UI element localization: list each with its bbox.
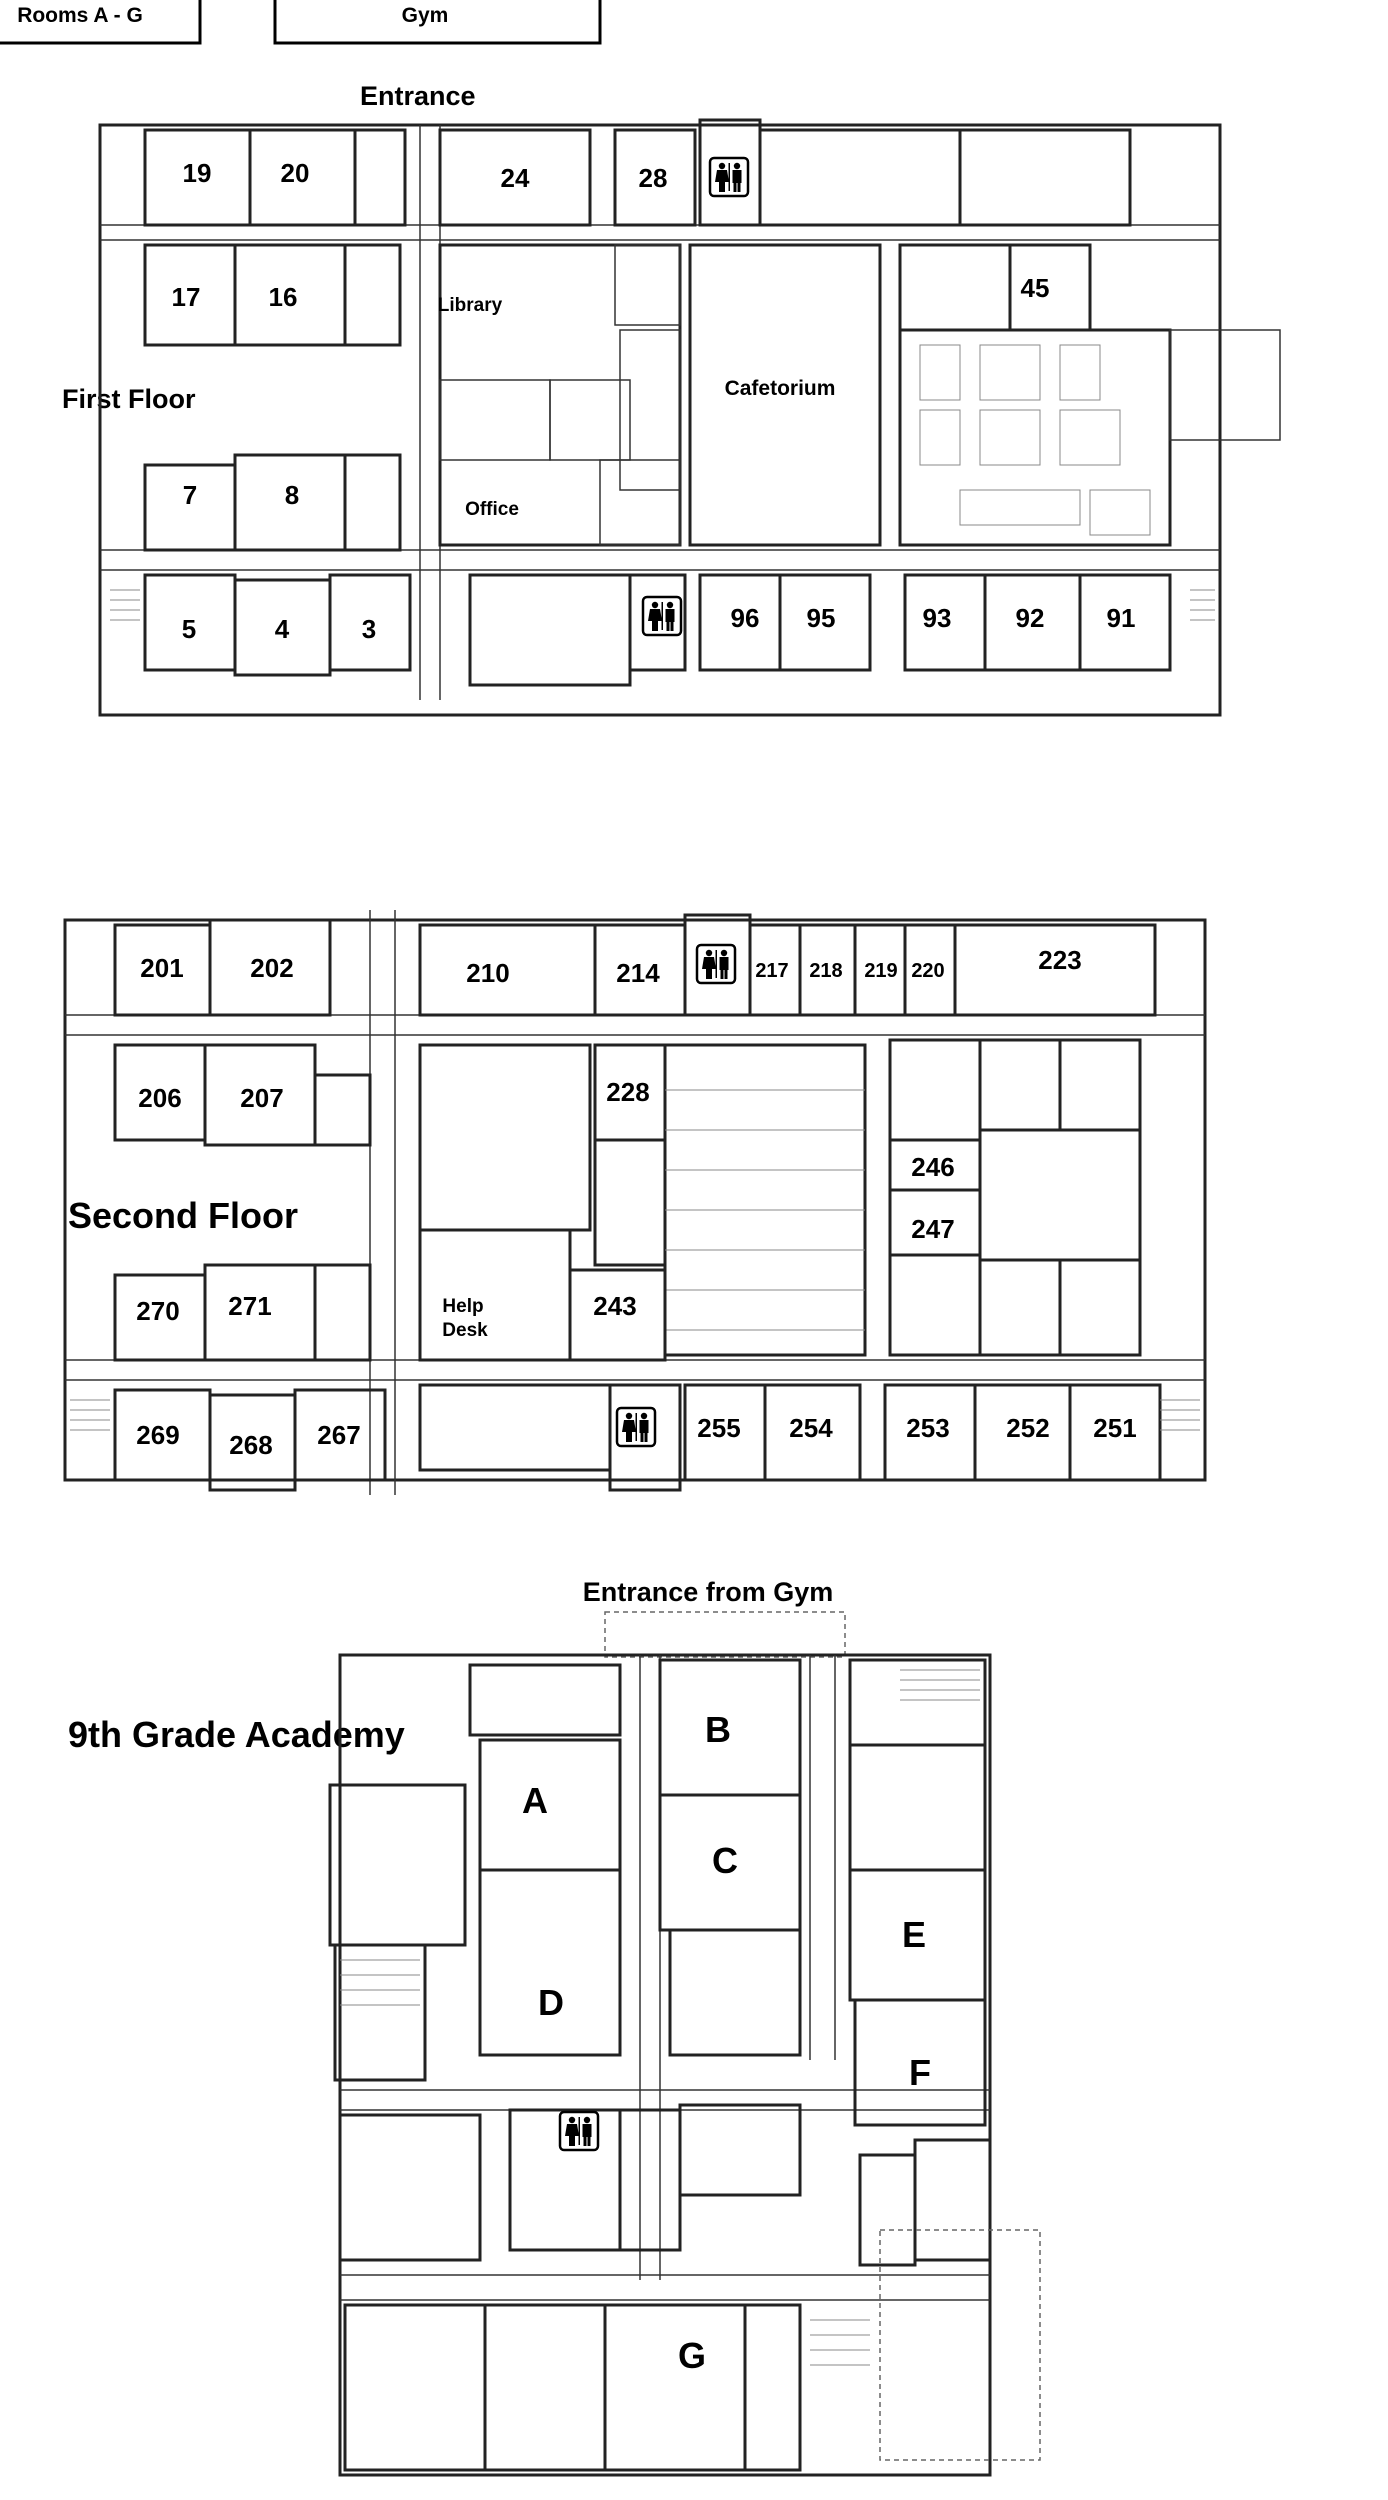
room-label: 270	[136, 1296, 179, 1326]
restroom-icon	[641, 595, 683, 637]
second-floor-title: Second Floor	[68, 1195, 298, 1236]
restroom-icon	[695, 943, 737, 985]
room-label: A	[522, 1780, 548, 1821]
room-label: 228	[606, 1077, 649, 1107]
room-label: 206	[138, 1083, 181, 1113]
room-label: 201	[140, 953, 183, 983]
room-label: B	[705, 1709, 731, 1750]
first-floor-title: First Floor	[62, 384, 196, 414]
academy-plan: Entrance from Gym 9th Grade Academy	[68, 1577, 1041, 2477]
room-label: 219	[864, 960, 897, 982]
room-label: G	[678, 2335, 706, 2376]
gym-box	[273, 0, 602, 45]
room-label: 24	[501, 163, 530, 193]
room-label: 217	[755, 960, 788, 982]
help-desk-line1: Help	[442, 1296, 483, 1317]
room-label: 254	[789, 1413, 833, 1443]
office-label: Office	[465, 499, 519, 520]
room-label: 8	[285, 480, 299, 510]
room-label: 210	[466, 958, 509, 988]
room-label: C	[712, 1840, 738, 1881]
room-label: 252	[1006, 1413, 1049, 1443]
top-tabs: Rooms A - G Gym	[0, 0, 602, 45]
rooms-a-g-box	[0, 0, 202, 45]
room-label: 45	[1021, 273, 1050, 303]
room-label: F	[909, 2052, 931, 2093]
room-label: 3	[362, 614, 376, 644]
gym-label: Gym	[402, 4, 449, 27]
room-label: D	[538, 1982, 564, 2023]
restroom-icon	[615, 1406, 657, 1448]
room-label: 19	[183, 158, 212, 188]
room-label: 4	[275, 614, 290, 644]
room-label: 207	[240, 1083, 283, 1113]
room-label: 95	[807, 603, 836, 633]
room-label: 17	[172, 282, 201, 312]
room-label: 246	[911, 1152, 954, 1182]
second-floor-plan: Second Floor	[63, 910, 1207, 1495]
room-label: 247	[911, 1214, 954, 1244]
first-floor-plan: Entrance First Floor	[62, 81, 1281, 717]
room-label: 96	[731, 603, 760, 633]
room-label: 5	[182, 614, 196, 644]
room-label: 220	[911, 960, 944, 982]
room-label: 202	[250, 953, 293, 983]
room-label: 243	[593, 1291, 636, 1321]
room-label: 91	[1107, 603, 1136, 633]
room-label: 93	[923, 603, 952, 633]
help-desk-line2: Desk	[442, 1320, 488, 1341]
library-label: Library	[438, 295, 503, 316]
rooms-a-g-label: Rooms A - G	[17, 4, 143, 27]
cafetorium-label: Cafetorium	[725, 377, 836, 400]
room-label: 223	[1038, 945, 1081, 975]
room-label: 251	[1093, 1413, 1136, 1443]
room-label: 20	[281, 158, 310, 188]
room-label: E	[902, 1914, 926, 1955]
academy-entrance: Entrance from Gym	[583, 1577, 834, 1607]
academy-title: 9th Grade Academy	[68, 1714, 405, 1755]
room-label: 267	[317, 1420, 360, 1450]
room-label: 16	[269, 282, 298, 312]
room-label: 268	[229, 1430, 272, 1460]
room-label: 253	[906, 1413, 949, 1443]
room-label: 269	[136, 1420, 179, 1450]
restroom-icon	[558, 2110, 600, 2152]
room-label: 271	[228, 1291, 271, 1321]
room-label: 214	[616, 958, 660, 988]
room-label: 28	[639, 163, 668, 193]
room-label: 218	[809, 960, 842, 982]
restroom-icon	[708, 156, 750, 198]
room-label: 92	[1016, 603, 1045, 633]
room-label: 7	[183, 480, 197, 510]
room-label: 255	[697, 1413, 740, 1443]
first-floor-entrance: Entrance	[360, 81, 476, 111]
